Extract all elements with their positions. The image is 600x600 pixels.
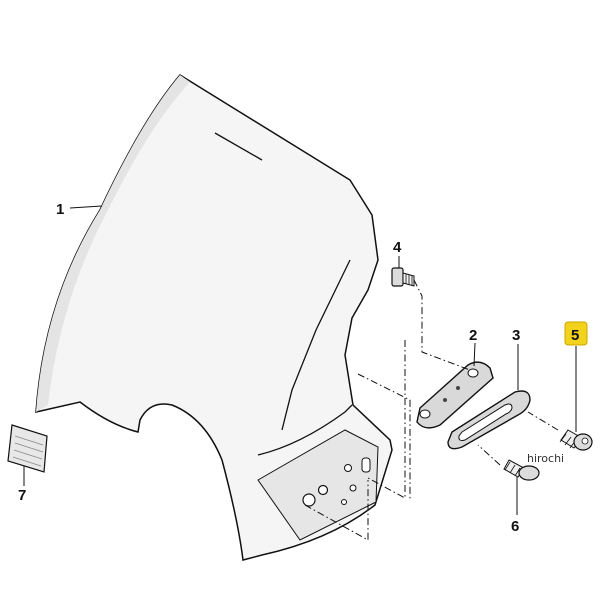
mounting-plate: [416, 361, 494, 429]
mounting-plate-rivet: [443, 398, 447, 402]
leader-lines: [23, 205, 577, 515]
leader-1: [69, 205, 103, 209]
leader-2: [473, 342, 476, 367]
windshield: [35, 74, 393, 561]
windshield-top-line: [214, 132, 263, 161]
callout-5-highlight: [564, 321, 588, 346]
bolt-5-head-recess: [581, 437, 589, 445]
bolt-5: [559, 429, 593, 451]
guide-bolt-5: [527, 411, 559, 431]
callout-3: 3: [512, 327, 520, 344]
watermark: hirochi: [527, 452, 564, 465]
label-sticker-outline: [7, 424, 48, 473]
windshield-lower-edge: [257, 404, 353, 456]
windshield-mount-hole: [302, 493, 316, 507]
windshield-bracket-face: [257, 429, 379, 541]
screw-6-thread: [504, 461, 521, 477]
slotted-bracket: [447, 390, 531, 450]
assembly-guides: [304, 279, 559, 541]
windshield-shading: [36, 75, 190, 412]
screw-4-thread: [405, 274, 413, 286]
windshield-mount-slot: [361, 457, 371, 473]
callout-7: 7: [18, 487, 26, 504]
guide-screw-6: [477, 444, 501, 466]
slotted-bracket-slot: [458, 403, 513, 441]
screw-6-head: [518, 465, 540, 481]
mounting-plate-hole: [419, 409, 431, 419]
callout-5: 5: [571, 327, 579, 344]
mounting-plate-hole: [467, 368, 479, 378]
callout-4: 4: [393, 239, 402, 256]
screw-6: [503, 459, 540, 481]
windshield-mount-hole: [349, 484, 357, 492]
label-sticker-lines: [12, 435, 44, 467]
guide-screw-4: [413, 279, 471, 371]
guide-lower: [304, 480, 369, 541]
windshield-mount-hole: [317, 484, 329, 496]
screw-4-head: [391, 267, 404, 287]
callout-2: 2: [469, 327, 477, 344]
windshield-mount-hole: [344, 464, 352, 472]
windshield-mount-hole: [341, 499, 347, 505]
callout-6: 6: [511, 518, 519, 535]
windshield-inner-line: [281, 259, 351, 431]
callout-1: 1: [56, 201, 64, 218]
guide-windshield-box: [357, 373, 411, 500]
label-sticker: [7, 424, 48, 473]
mounting-plate-rivet: [456, 386, 460, 390]
screw-4: [391, 267, 415, 287]
